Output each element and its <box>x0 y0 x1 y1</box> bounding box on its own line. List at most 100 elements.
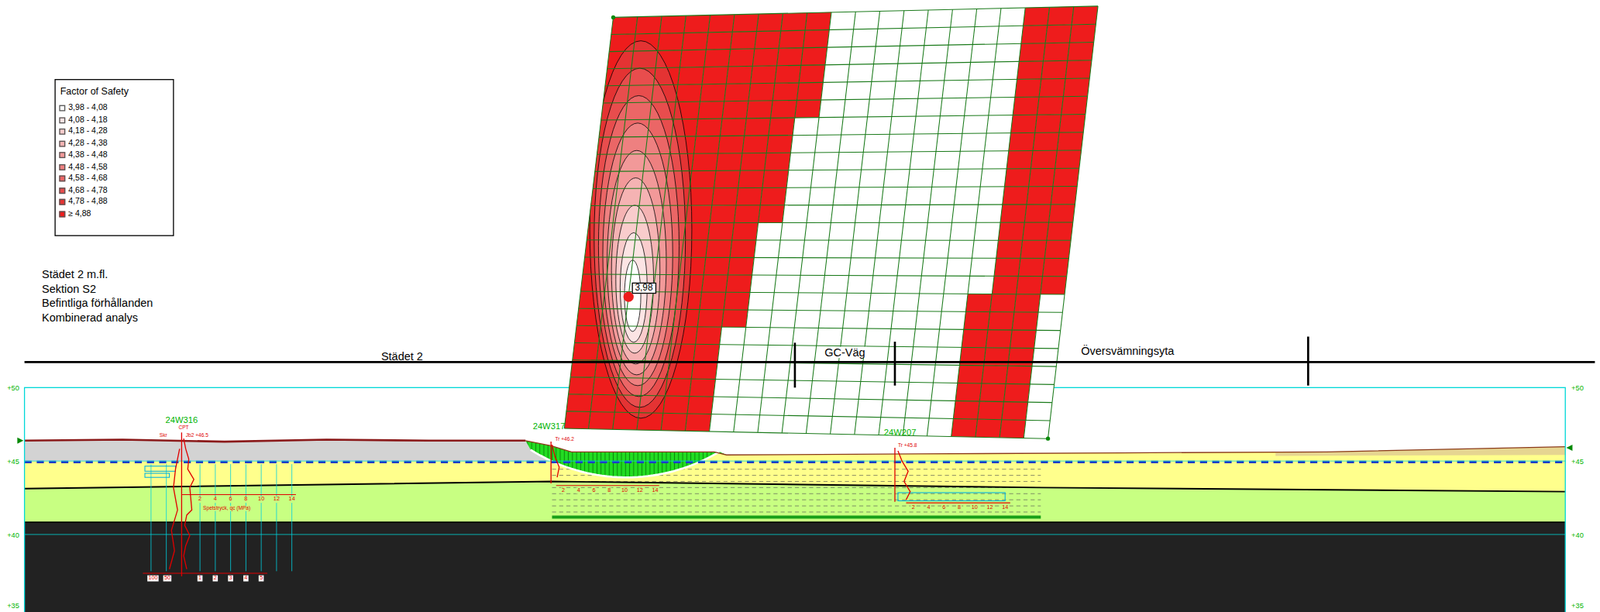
grid-cell <box>723 292 751 310</box>
legend-swatch <box>58 187 66 194</box>
grid-cell <box>818 99 846 118</box>
grid-cell <box>877 10 905 29</box>
grid-cell <box>719 326 747 345</box>
grid-cell <box>893 293 920 312</box>
grid-line <box>605 78 1090 87</box>
grid-line <box>607 60 1092 69</box>
zone-label: Städet 2 <box>381 350 424 362</box>
grid-cell <box>748 82 775 101</box>
grid-cell <box>997 25 1024 45</box>
grid-corner <box>611 15 616 20</box>
plot-axis <box>905 502 1010 504</box>
grid-cell <box>868 292 895 311</box>
grid-cell <box>835 169 862 188</box>
legend-text: 4,78 - 4,88 <box>68 198 107 207</box>
grid-cell <box>704 49 731 68</box>
grid-cell <box>739 362 767 381</box>
grid-cell <box>684 14 711 33</box>
grid-cell <box>713 170 740 189</box>
grid-cell <box>746 100 773 119</box>
grid-line <box>584 257 1070 259</box>
grid-cell <box>935 133 963 152</box>
grid-cell <box>1049 204 1076 223</box>
grid-cell <box>974 8 1002 28</box>
grid-cell <box>907 381 934 400</box>
grid-cell <box>853 10 881 29</box>
grid-line <box>576 325 1061 331</box>
grid-cell <box>843 310 870 329</box>
grid-cell <box>1046 222 1074 241</box>
grid-cell <box>973 222 1001 241</box>
axis-tick: 10 <box>620 488 630 494</box>
grid-cell <box>1022 222 1050 241</box>
grid-cell <box>898 45 925 64</box>
grid-cell <box>991 275 1019 294</box>
grid-cell <box>994 258 1021 276</box>
reinforcement-line <box>551 511 1041 513</box>
grid-cell <box>1044 240 1071 259</box>
grid-cell <box>980 168 1007 187</box>
grid-cell <box>924 27 951 46</box>
grid-cell <box>798 275 825 293</box>
elevation-label: +50 <box>6 384 20 392</box>
grid-cell <box>939 97 967 116</box>
grid-cell <box>812 363 839 382</box>
grid-cell <box>699 292 727 310</box>
grid-line <box>582 274 1067 277</box>
grid-cell <box>913 329 940 348</box>
grid-cell <box>805 416 833 434</box>
grid-cell <box>1016 276 1043 295</box>
grid-cell <box>780 222 807 241</box>
grid-cell <box>895 63 923 82</box>
grid-cell <box>826 240 854 259</box>
grid-cell <box>1067 41 1095 61</box>
grid-cell <box>1038 294 1065 313</box>
elevation-label: +40 <box>1571 530 1584 538</box>
grid-cell <box>818 310 845 329</box>
grid-cell <box>1034 330 1061 349</box>
grid-cell <box>1008 132 1036 151</box>
legend-title: Factor of Safety <box>60 86 129 97</box>
axis-tick: 1 <box>197 575 204 582</box>
axis-tick: 12 <box>635 488 644 494</box>
grid-cell <box>922 44 949 63</box>
grid-cell <box>856 399 883 417</box>
fs-contour <box>615 205 654 354</box>
grid-cell <box>867 99 895 117</box>
plot-axis <box>142 572 268 574</box>
grid-line <box>564 428 1048 439</box>
grid-cell <box>1010 330 1037 349</box>
grid-cell <box>766 344 793 363</box>
grid-cell <box>1069 24 1096 43</box>
grid-cell <box>985 330 1012 348</box>
grid-cell <box>901 10 929 29</box>
grid-cells <box>564 6 1098 439</box>
grid-cell <box>859 169 886 188</box>
legend-text: 4,28 - 4,38 <box>68 139 107 148</box>
grid-cell <box>568 377 596 396</box>
grid-cell <box>949 222 977 241</box>
grid-cell <box>1029 366 1057 386</box>
grid-cell <box>566 394 593 413</box>
grid-cell <box>1016 61 1043 80</box>
axis-tick: 10 <box>257 497 266 503</box>
grid-cell <box>885 151 912 170</box>
grid-cell <box>981 365 1009 385</box>
grid-cell <box>708 14 735 33</box>
grid-cell <box>923 240 950 259</box>
grid-cell <box>824 258 851 276</box>
grid-cell <box>698 101 725 120</box>
grid-cell <box>972 26 999 45</box>
grid-cell <box>834 381 861 400</box>
grid-cell <box>1008 347 1035 367</box>
legend-swatch <box>58 128 66 135</box>
zone-label: Översvämningsyta <box>1080 345 1174 357</box>
grid-cell <box>786 380 813 399</box>
grid-cell <box>911 134 939 152</box>
grid-cell <box>996 240 1023 259</box>
grid-line <box>598 132 1084 138</box>
grid-cell <box>770 309 797 328</box>
grid-cell <box>788 152 816 171</box>
grid-cell <box>984 347 1011 367</box>
grid-cell <box>913 116 940 135</box>
